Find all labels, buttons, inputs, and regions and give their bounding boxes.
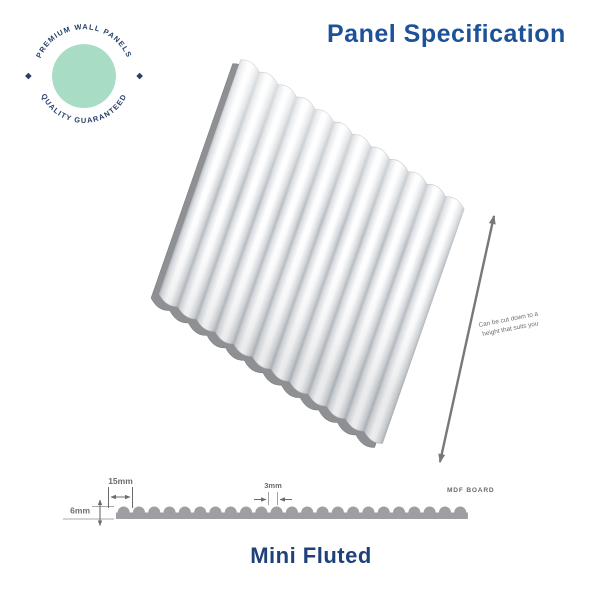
product-name: Mini Fluted <box>250 543 372 568</box>
height-note: Can be cut down to a height that suits y… <box>478 310 539 337</box>
page-title: Panel Specification <box>327 20 566 48</box>
height-dimension-arrow <box>438 215 496 463</box>
gap-dimension: 3mm <box>254 481 292 505</box>
fluted-panel-3d <box>150 59 465 448</box>
material-label: MDF BOARD <box>447 487 495 494</box>
thickness-dimension: 6mm <box>63 499 114 526</box>
pitch-dimension: 15mm <box>108 476 133 508</box>
thickness-label: 6mm <box>70 506 90 516</box>
panel-sheen-overlay <box>159 59 465 444</box>
badge-circle <box>52 44 116 108</box>
gap-label: 3mm <box>264 481 282 490</box>
badge-diamond-left-icon <box>25 72 32 80</box>
cross-section-profile <box>116 506 468 519</box>
badge-diamond-right-icon <box>136 72 143 80</box>
brand-badge: PREMIUM WALL PANELS QUALITY GUARANTEED <box>25 22 143 125</box>
pitch-label: 15mm <box>108 476 133 486</box>
